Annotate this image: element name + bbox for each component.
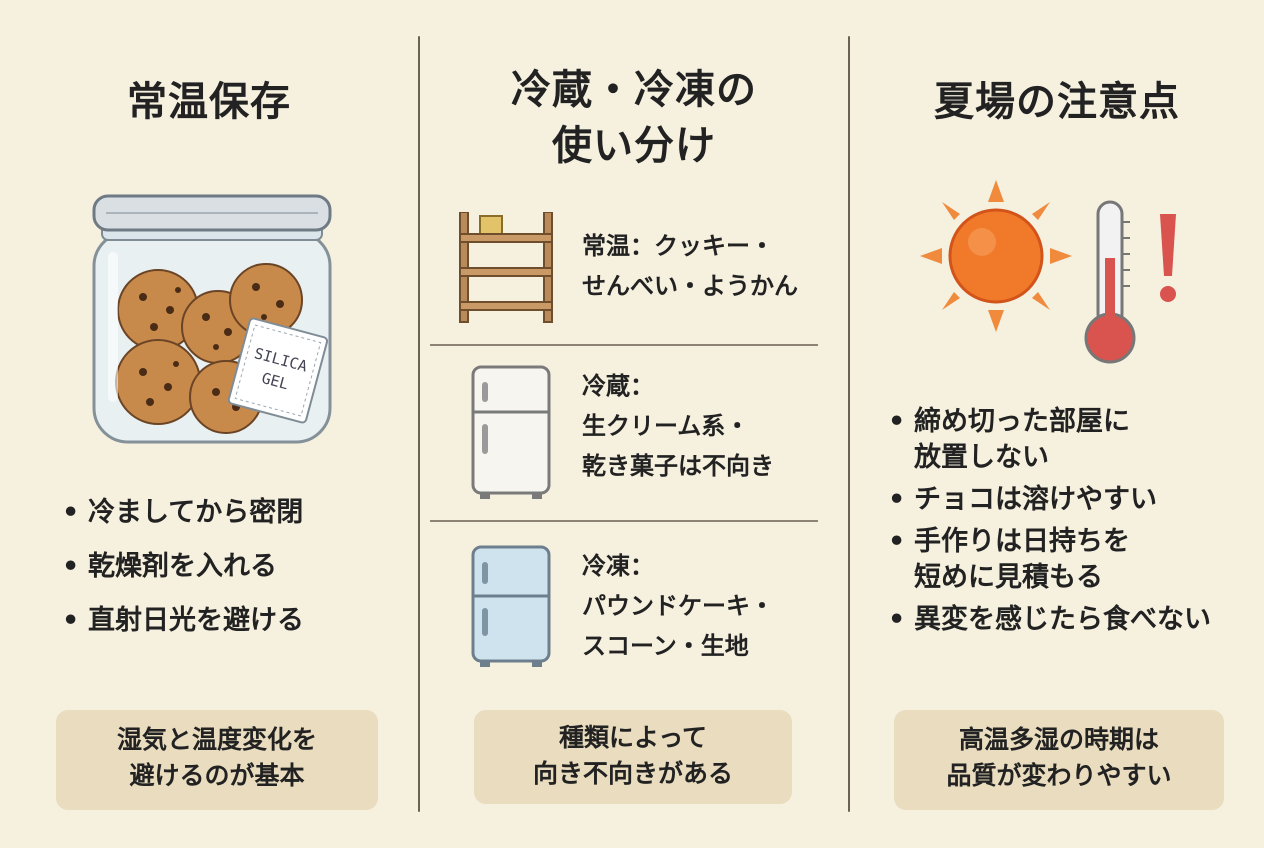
summary-note: 湿気と温度変化を 避けるのが基本 xyxy=(56,710,378,810)
column-divider xyxy=(848,36,850,812)
bullet-list: 締め切った部屋に 放置しない チョコは溶けやすい 手作りは日持ちを 短めに見積も… xyxy=(884,404,1254,644)
thermometer-icon xyxy=(1084,200,1136,364)
warning-exclamation-icon xyxy=(1160,214,1176,302)
list-item: 異変を感じたら食べない xyxy=(884,602,1254,638)
cookie-jar-icon: SILICA GEL xyxy=(92,194,332,444)
row-line: せんべい・ようかん xyxy=(582,272,798,300)
list-item: チョコは溶けやすい xyxy=(884,482,1254,518)
column-room-temp: 常温保存 SILICA GEL xyxy=(0,0,418,848)
list-item-line: 短めに見積もる xyxy=(914,562,1103,593)
bullet-list: 冷ましてから密閉 乾燥剤を入れる 直射日光を避ける xyxy=(58,494,398,656)
list-item: 直射日光を避ける xyxy=(58,602,398,640)
row-separator xyxy=(430,344,818,346)
row-line: 冷蔵： xyxy=(582,372,654,400)
row-line: スコーン・生地 xyxy=(582,632,749,660)
list-item: 手作りは日持ちを 短めに見積もる xyxy=(884,524,1254,596)
note-line: 高温多湿の時期は xyxy=(958,725,1159,754)
column-summer: 夏場の注意点 締め切った部屋に 放置しない xyxy=(850,0,1264,848)
note-line: 種類によって xyxy=(558,723,707,752)
list-item: 乾燥剤を入れる xyxy=(58,548,398,586)
list-item-line: 放置しない xyxy=(914,442,1049,473)
column-fridge-freezer: 冷蔵・冷凍の 使い分け 常温：クッキー・ せんべい・ようかん 冷蔵： xyxy=(420,0,848,848)
summary-note: 高温多湿の時期は 品質が変わりやすい xyxy=(894,710,1224,810)
row-line: パウンドケーキ・ xyxy=(582,592,774,620)
row-text: 冷凍： パウンドケーキ・ スコーン・生地 xyxy=(582,546,774,666)
column-title: 冷蔵・冷凍の 使い分け xyxy=(420,62,848,174)
row-line: 生クリーム系・ xyxy=(582,412,750,440)
note-line: 品質が変わりやすい xyxy=(946,761,1172,790)
list-item: 冷ましてから密閉 xyxy=(58,494,398,532)
row-text: 常温：クッキー・ せんべい・ようかん xyxy=(582,226,798,306)
list-item-line: 異変を感じたら食べない xyxy=(914,604,1211,635)
list-item: 締め切った部屋に 放置しない xyxy=(884,404,1254,476)
title-line: 冷蔵・冷凍の xyxy=(511,67,757,113)
list-item-line: チョコは溶けやすい xyxy=(914,484,1157,515)
sun-icon xyxy=(920,180,1072,332)
column-title: 常温保存 xyxy=(127,79,291,125)
list-item-line: 手作りは日持ちを xyxy=(914,526,1130,557)
list-item-line: 締め切った部屋に xyxy=(914,406,1130,437)
row-line: 冷凍： xyxy=(582,552,654,580)
summary-note: 種類によって 向き不向きがある xyxy=(474,710,792,804)
note-line: 湿気と温度変化を xyxy=(116,725,317,754)
row-line: 乾き菓子は不向き xyxy=(582,452,774,480)
shelf-icon xyxy=(459,212,553,323)
column-title: 夏場の注意点 xyxy=(934,79,1180,125)
fridge-white-icon xyxy=(471,365,551,499)
row-separator xyxy=(430,520,818,522)
storage-row-fridge: 冷蔵： 生クリーム系・ 乾き菓子は不向き xyxy=(450,364,818,504)
row-text: 冷蔵： 生クリーム系・ 乾き菓子は不向き xyxy=(582,366,774,486)
row-line: 常温：クッキー・ xyxy=(582,232,774,260)
note-line: 向き不向きがある xyxy=(532,759,733,788)
note-line: 避けるのが基本 xyxy=(129,761,305,790)
storage-row-freezer: 冷凍： パウンドケーキ・ スコーン・生地 xyxy=(450,544,818,674)
storage-row-room: 常温：クッキー・ せんべい・ようかん xyxy=(450,212,818,332)
title-line: 使い分け xyxy=(552,123,716,169)
freezer-blue-icon xyxy=(471,545,551,667)
column-divider xyxy=(418,36,420,812)
